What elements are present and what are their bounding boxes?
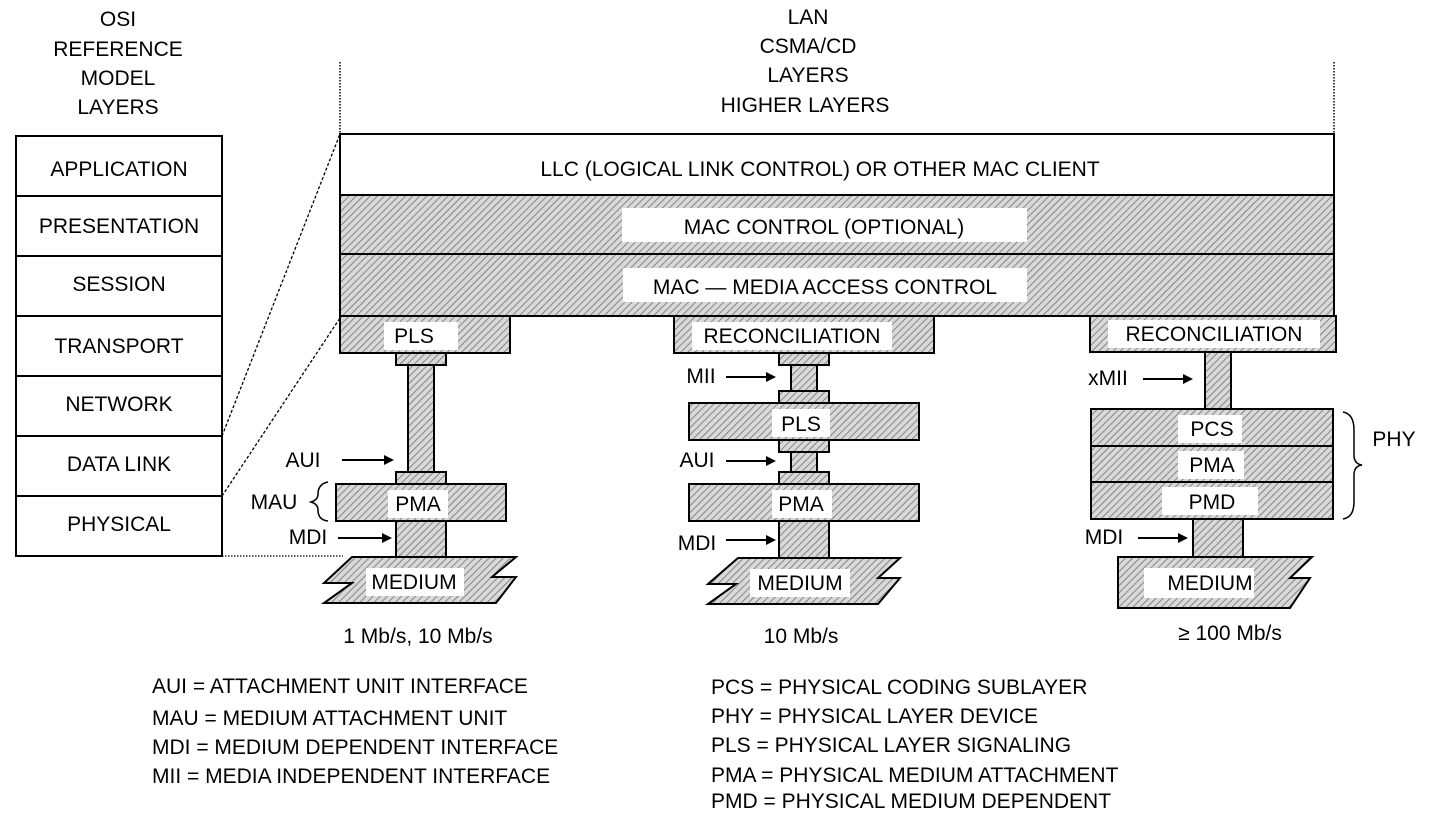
stack1-mdi-connector bbox=[395, 520, 447, 558]
mapping-line-datalink-bottom bbox=[221, 317, 341, 497]
osi-layer-network: NETWORK bbox=[15, 375, 223, 437]
lan-header: LAN CSMA/CD LAYERS HIGHER LAYERS bbox=[721, 6, 890, 117]
llc-layer: LLC (LOGICAL LINK CONTROL) OR OTHER MAC … bbox=[339, 133, 1335, 196]
mapping-line-datalink-top bbox=[221, 133, 341, 437]
stack2-pma-label: PMA bbox=[778, 493, 824, 516]
legend-item: PHY = PHYSICAL LAYER DEVICE bbox=[711, 705, 1038, 728]
legend-item: PCS = PHYSICAL CODING SUBLAYER bbox=[711, 676, 1087, 699]
stack2-medium: MEDIUM bbox=[704, 557, 903, 605]
osi-layer-application: APPLICATION bbox=[15, 135, 223, 197]
stack1-pma-label: PMA bbox=[395, 493, 441, 516]
legend-item: MII = MEDIA INDEPENDENT INTERFACE bbox=[152, 765, 550, 788]
stack3-xmii-label: xMII bbox=[1088, 367, 1128, 390]
stack1-aui-label: AUI bbox=[285, 449, 320, 472]
stack3-xmii-cable bbox=[1204, 351, 1232, 410]
stack2-mdi-label: MDI bbox=[678, 532, 717, 555]
stack-1-10mbps: PLS PMA MEDIUM AUI MAU MDI 1 Mb/s, 10 Mb… bbox=[251, 315, 519, 648]
mac-layer: MAC — MEDIA ACCESS CONTROL bbox=[339, 253, 1335, 317]
llc-label: LLC (LOGICAL LINK CONTROL) OR OTHER MAC … bbox=[540, 158, 1099, 181]
osi-layer-physical: PHYSICAL bbox=[15, 495, 223, 557]
mau-brace-icon bbox=[308, 481, 329, 522]
osi-layer-label: TRANSPORT bbox=[54, 335, 183, 358]
osi-layer-label: PHYSICAL bbox=[67, 513, 171, 536]
stack3-mdi-label: MDI bbox=[1085, 526, 1124, 549]
stack1-aui-cable bbox=[407, 364, 435, 473]
lan-header-line: LAYERS bbox=[767, 64, 848, 87]
stack2-mii-label: MII bbox=[686, 365, 715, 388]
stack-2-10mbps: RECONCILIATION PLS PMA MEDIUM MII AUI MD… bbox=[673, 315, 935, 648]
osi-layer-label: DATA LINK bbox=[67, 453, 171, 476]
stack1-medium: MEDIUM bbox=[320, 556, 519, 604]
stack3-mdi-connector bbox=[1192, 518, 1244, 558]
stack2-mdi-connector bbox=[778, 520, 830, 559]
legend-right: PCS = PHYSICAL CODING SUBLAYER PHY = PHY… bbox=[711, 676, 1119, 813]
lan-header-line: HIGHER LAYERS bbox=[721, 94, 890, 117]
stack2-reconciliation: RECONCILIATION bbox=[673, 315, 935, 354]
stack2-cap-3 bbox=[778, 439, 830, 453]
stack1-mdi-label: MDI bbox=[289, 526, 328, 549]
osi-header-line: MODEL bbox=[81, 67, 156, 90]
legend-left: AUI = ATTACHMENT UNIT INTERFACE MAU = ME… bbox=[152, 675, 558, 788]
stack2-medium-label: MEDIUM bbox=[757, 572, 842, 595]
stack-3-100mbps: RECONCILIATION PCS PMA PMD MEDIUM xMII M… bbox=[1085, 315, 1416, 645]
stack3-medium: MEDIUM bbox=[1117, 556, 1315, 609]
stack3-pcs-label: PCS bbox=[1190, 418, 1233, 441]
stack2-cap-2 bbox=[778, 390, 830, 404]
mac-label: MAC — MEDIA ACCESS CONTROL bbox=[653, 276, 997, 299]
legend-item: AUI = ATTACHMENT UNIT INTERFACE bbox=[152, 675, 528, 698]
stack1-medium-label: MEDIUM bbox=[371, 571, 456, 594]
osi-layer-data-link: DATA LINK bbox=[15, 435, 223, 497]
stack2-aui-cable bbox=[790, 451, 818, 473]
osi-header: OSI REFERENCE MODEL LAYERS bbox=[53, 8, 183, 119]
osi-header-line: REFERENCE bbox=[53, 38, 183, 61]
stack2-cap-1 bbox=[778, 352, 830, 366]
stack2-pls: PLS bbox=[688, 402, 920, 441]
osi-layer-label: NETWORK bbox=[65, 393, 172, 416]
stack3-pmd-label: PMD bbox=[1189, 491, 1236, 514]
legend-item: PLS = PHYSICAL LAYER SIGNALING bbox=[711, 734, 1071, 757]
stack2-aui-label: AUI bbox=[679, 449, 714, 472]
stack3-reconciliation: RECONCILIATION bbox=[1089, 315, 1337, 353]
legend-item: PMD = PHYSICAL MEDIUM DEPENDENT bbox=[711, 790, 1111, 813]
phy-brace-icon bbox=[1342, 411, 1363, 520]
lan-header-line: LAN bbox=[788, 6, 829, 29]
stack3-reconciliation-label: RECONCILIATION bbox=[1126, 323, 1303, 346]
osi-header-line: LAYERS bbox=[77, 96, 158, 119]
legend-item: MDI = MEDIUM DEPENDENT INTERFACE bbox=[152, 736, 558, 759]
stack1-connector-cap-top bbox=[395, 352, 447, 366]
stack2-pls-label: PLS bbox=[781, 413, 821, 436]
mac-control-layer: MAC CONTROL (OPTIONAL) bbox=[339, 194, 1335, 255]
osi-layer-label: PRESENTATION bbox=[39, 215, 199, 238]
osi-layer-session: SESSION bbox=[15, 255, 223, 317]
lan-header-line: CSMA/CD bbox=[760, 35, 857, 58]
stack3-pma-label: PMA bbox=[1189, 454, 1235, 477]
phy-label: PHY bbox=[1372, 428, 1415, 451]
stack3-pcs: PCS bbox=[1090, 408, 1334, 447]
legend-item: PMA = PHYSICAL MEDIUM ATTACHMENT bbox=[711, 764, 1119, 787]
stack1-pma: PMA bbox=[335, 483, 507, 522]
mac-control-label: MAC CONTROL (OPTIONAL) bbox=[684, 216, 964, 239]
osi-header-line: OSI bbox=[100, 8, 136, 31]
osi-layer-transport: TRANSPORT bbox=[15, 315, 223, 377]
stack2-mii-cable bbox=[790, 364, 818, 392]
osi-layer-label: SESSION bbox=[72, 273, 165, 296]
stack3-speed-label: ≥ 100 Mb/s bbox=[1178, 622, 1282, 645]
stack1-pls: PLS bbox=[339, 315, 511, 354]
stack1-pls-label: PLS bbox=[394, 325, 434, 348]
stack3-pmd: PMD bbox=[1090, 481, 1334, 520]
stack2-pma: PMA bbox=[688, 483, 920, 522]
osi-layer-stack: APPLICATION PRESENTATION SESSION TRANSPO… bbox=[15, 135, 223, 557]
stack1-speed-label: 1 Mb/s, 10 Mb/s bbox=[343, 625, 492, 648]
mau-label: MAU bbox=[251, 491, 298, 514]
stack3-pma: PMA bbox=[1090, 445, 1334, 483]
osi-layer-presentation: PRESENTATION bbox=[15, 195, 223, 257]
stack1-connector-cap-bottom bbox=[395, 471, 447, 485]
stack2-cap-4 bbox=[778, 471, 830, 485]
legend-item: MAU = MEDIUM ATTACHMENT UNIT bbox=[152, 707, 507, 730]
stack2-speed-label: 10 Mb/s bbox=[764, 625, 839, 648]
stack3-medium-label: MEDIUM bbox=[1167, 572, 1252, 595]
osi-layer-label: APPLICATION bbox=[50, 158, 187, 181]
stack2-reconciliation-label: RECONCILIATION bbox=[704, 325, 881, 348]
